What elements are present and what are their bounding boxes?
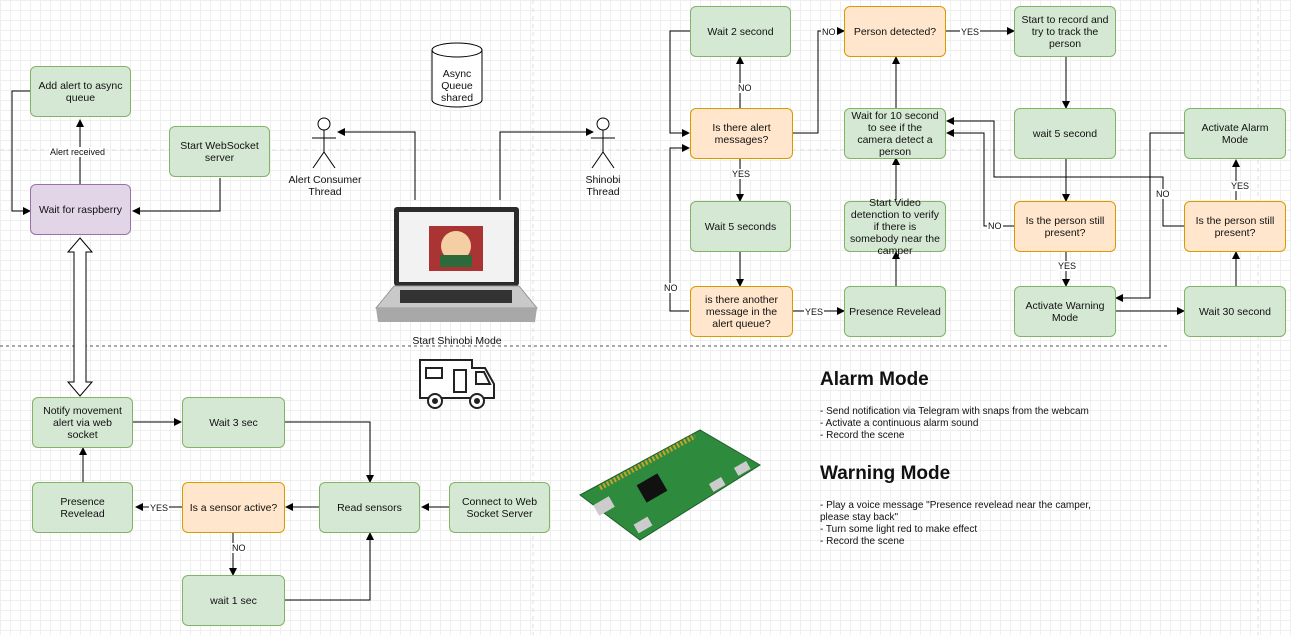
alarm-mode-title: Alarm Mode (820, 369, 929, 390)
wait-raspberry-node: Wait for raspberry (30, 184, 131, 235)
wait-3-sec-node: Wait 3 sec (182, 397, 285, 448)
edge-label-yes-sensor: YES (149, 503, 170, 513)
activate-warning-node: Activate Warning Mode (1014, 286, 1116, 337)
laptop-icon (374, 207, 539, 322)
start-shinobi-mode-caption: Start Shinobi Mode (412, 335, 502, 347)
warning-mode-item: - Turn some light red to make effect (820, 524, 978, 535)
shinobi-thread-caption: Shinobi Thread (585, 174, 621, 198)
add-alert-node: Add alert to async queue (30, 66, 131, 117)
person-detected-decision: Person detected? (844, 6, 946, 57)
raspberry-pi-board-icon (579, 429, 761, 541)
sensor-active-decision: Is a sensor active? (182, 482, 285, 533)
notify-movement-node: Notify movement alert via web socket (32, 397, 133, 448)
edge-label-no-still: NO (987, 221, 1003, 231)
edge-label-no-still2: NO (1155, 189, 1171, 199)
wait-5-seconds-node: Wait 5 seconds (690, 201, 791, 252)
connect-websocket-node: Connect to Web Socket Server (449, 482, 550, 533)
edge-label-yes-alert: YES (731, 169, 752, 179)
edge-label-no-loop: NO (663, 283, 679, 293)
wait-1-sec-node: wait 1 sec (182, 575, 285, 626)
cylinder-icon (431, 42, 483, 108)
alarm-mode-item: - Send notification via Telegram with sn… (820, 406, 1089, 417)
wait-10-second-node: Wait for 10 second to see if the camera … (844, 108, 946, 159)
edge-label-alert-received: Alert received (49, 147, 107, 157)
edge-label-yes-still: YES (1057, 261, 1078, 271)
activate-alarm-node: Activate Alarm Mode (1184, 108, 1286, 159)
alarm-mode-item: - Record the scene (820, 430, 905, 441)
edge-label-no-wait2: NO (737, 83, 753, 93)
presence-revelead-left-node: Presence Revelead (32, 482, 133, 533)
edge-label-yes-alarm: YES (1230, 181, 1251, 191)
edge-label-yes-presence: YES (804, 307, 825, 317)
warning-mode-item: - Record the scene (820, 536, 905, 547)
actor-icon (312, 117, 336, 169)
warning-mode-list: - Play a voice message "Presence revelea… (820, 500, 1120, 548)
warning-mode-title: Warning Mode (820, 463, 951, 484)
start-record-node: Start to record and try to track the per… (1014, 6, 1116, 57)
presence-revelead-right-node: Presence Revelead (844, 286, 946, 337)
still-present-decision-2: Is the person still present? (1184, 201, 1286, 252)
alarm-mode-list: - Send notification via Telegram with sn… (820, 406, 1120, 442)
edge-label-yes-person: YES (960, 27, 981, 37)
start-video-node: Start Video detenction to verify if ther… (844, 197, 946, 257)
alert-consumer-caption: Alert Consumer Thread (288, 174, 362, 198)
async-queue-caption: Async Queue shared (440, 68, 474, 104)
edge-label-no-sensor: NO (231, 543, 247, 553)
bidirectional-arrow (66, 237, 94, 397)
start-websocket-server-node: Start WebSocket server (169, 126, 270, 177)
wait-30-second-node: Wait 30 second (1184, 286, 1286, 337)
alarm-mode-item: - Activate a continuous alarm sound (820, 418, 979, 429)
wait-2-second-node: Wait 2 second (690, 6, 791, 57)
another-message-decision: is there another message in the alert qu… (690, 286, 793, 337)
read-sensors-node: Read sensors (319, 482, 420, 533)
still-present-decision-1: Is the person still present? (1014, 201, 1116, 252)
warning-mode-item: - Play a voice message "Presence revelea… (820, 500, 1094, 523)
wait-5-second-node: wait 5 second (1014, 108, 1116, 159)
camper-van-icon (419, 359, 495, 409)
actor-icon (591, 117, 615, 169)
alert-messages-decision: Is there alert messages? (690, 108, 793, 159)
edge-label-no-person: NO (821, 27, 837, 37)
